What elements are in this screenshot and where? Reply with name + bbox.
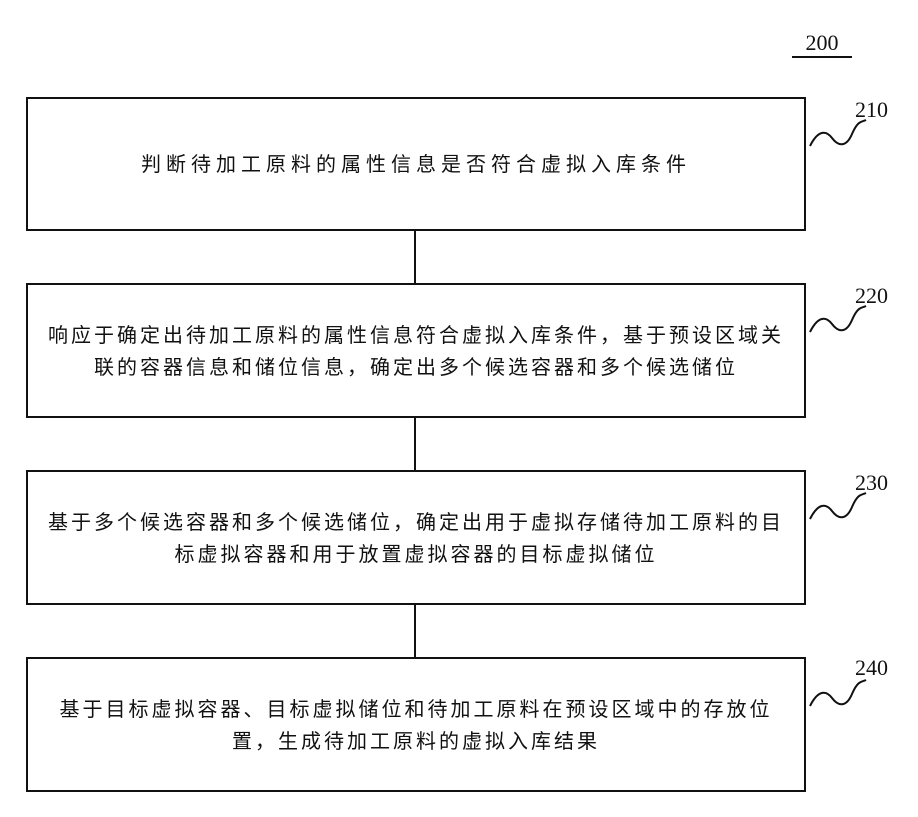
step-box-210: 判断待加工原料的属性信息是否符合虚拟入库条件 — [26, 97, 806, 231]
figure-number: 200 — [792, 30, 852, 58]
connector-220-230 — [414, 418, 416, 470]
leader-line-240 — [808, 676, 868, 712]
step-text-210: 判断待加工原料的属性信息是否符合虚拟入库条件 — [40, 148, 792, 180]
step-text-230: 基于多个候选容器和多个候选储位，确定出用于虚拟存储待加工原料的目标虚拟容器和用于… — [40, 506, 792, 570]
step-text-220: 响应于确定出待加工原料的属性信息符合虚拟入库条件，基于预设区域关联的容器信息和储… — [40, 319, 792, 383]
step-box-240: 基于目标虚拟容器、目标虚拟储位和待加工原料在预设区域中的存放位置，生成待加工原料… — [26, 657, 806, 792]
step-text-240: 基于目标虚拟容器、目标虚拟储位和待加工原料在预设区域中的存放位置，生成待加工原料… — [40, 693, 792, 757]
leader-line-220 — [808, 302, 868, 338]
leader-line-230 — [808, 489, 868, 525]
connector-210-220 — [414, 231, 416, 283]
connector-230-240 — [414, 605, 416, 657]
step-box-230: 基于多个候选容器和多个候选储位，确定出用于虚拟存储待加工原料的目标虚拟容器和用于… — [26, 470, 806, 605]
step-box-220: 响应于确定出待加工原料的属性信息符合虚拟入库条件，基于预设区域关联的容器信息和储… — [26, 283, 806, 418]
leader-line-210 — [808, 116, 868, 152]
